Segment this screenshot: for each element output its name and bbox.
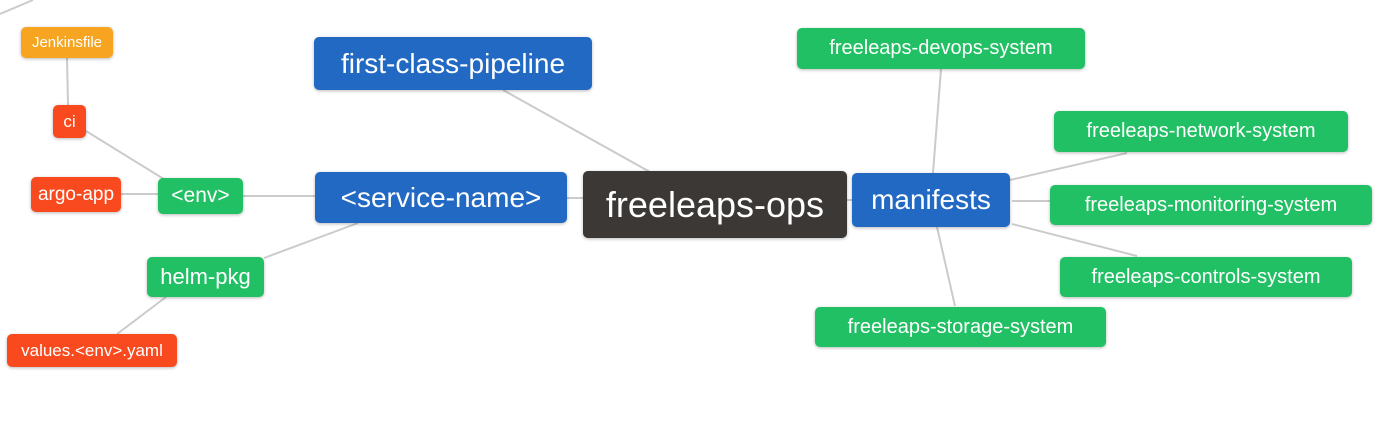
edge-manifests-storage-system (936, 226, 956, 307)
node-label-devops-system: freeleaps-devops-system (829, 37, 1053, 59)
node-label-controls-system: freeleaps-controls-system (1091, 265, 1321, 288)
node-ci[interactable]: ci (53, 105, 86, 138)
node-manifests[interactable]: manifests (852, 173, 1010, 227)
node-label-argo-app: argo-app (37, 183, 115, 205)
node-label-storage-system: freeleaps-storage-system (847, 315, 1074, 338)
node-env[interactable]: <env> (158, 178, 243, 214)
edge-ci-env (85, 130, 168, 182)
node-label-first-class-pipeline: first-class-pipeline (340, 47, 566, 79)
edge-first-class-pipeline-freeleaps-ops (502, 89, 651, 173)
node-label-monitoring-system: freeleaps-monitoring-system (1084, 193, 1338, 216)
edge-helm-pkg-service-name (263, 222, 359, 259)
node-label-env: <env> (171, 184, 230, 207)
node-helm-pkg[interactable]: helm-pkg (147, 257, 264, 297)
node-first-class-pipeline[interactable]: first-class-pipeline (314, 37, 592, 90)
edge-manifests-controls-system (1011, 223, 1138, 257)
node-label-freeleaps-ops: freeleaps-ops (605, 183, 825, 225)
edge-manifests-devops-system (932, 68, 942, 174)
node-controls-system[interactable]: freeleaps-controls-system (1060, 257, 1352, 297)
node-label-values-env-yaml: values.<env>.yaml (21, 340, 163, 360)
edge-offscreen-offscreen-topleft (0, 0, 34, 15)
node-label-jenkinsfile: Jenkinsfile (31, 34, 103, 51)
node-label-helm-pkg: helm-pkg (160, 264, 251, 289)
node-network-system[interactable]: freeleaps-network-system (1054, 111, 1348, 152)
edge-values-env-yaml-helm-pkg (116, 296, 167, 335)
node-label-ci: ci (63, 111, 76, 131)
node-devops-system[interactable]: freeleaps-devops-system (797, 28, 1085, 69)
node-freeleaps-ops[interactable]: freeleaps-ops (583, 171, 847, 238)
edge-jenkinsfile-ci (66, 57, 69, 106)
node-monitoring-system[interactable]: freeleaps-monitoring-system (1050, 185, 1372, 225)
node-values-env-yaml[interactable]: values.<env>.yaml (7, 334, 177, 367)
node-label-manifests: manifests (871, 184, 991, 215)
edge-manifests-network-system (1009, 152, 1128, 181)
node-storage-system[interactable]: freeleaps-storage-system (815, 307, 1106, 347)
node-label-network-system: freeleaps-network-system (1086, 120, 1316, 142)
node-jenkinsfile[interactable]: Jenkinsfile (21, 27, 113, 58)
node-service-name[interactable]: <service-name> (315, 172, 567, 223)
node-argo-app[interactable]: argo-app (31, 177, 121, 212)
node-label-service-name: <service-name> (340, 181, 542, 213)
